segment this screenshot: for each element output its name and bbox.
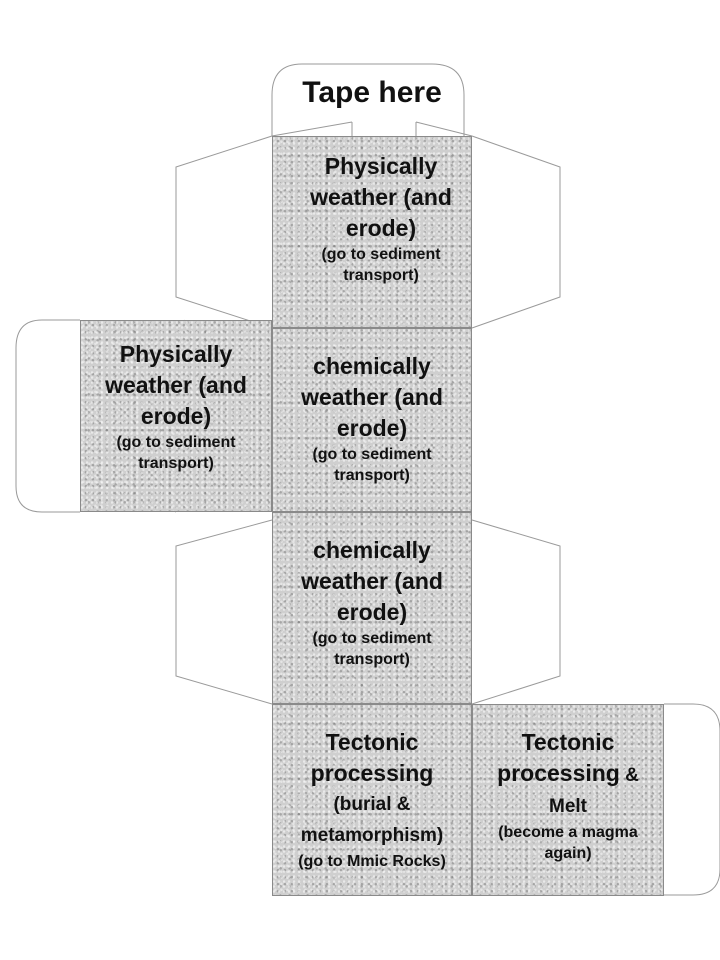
face-note-line: transport) bbox=[334, 467, 410, 484]
lower-right-flap bbox=[471, 519, 561, 705]
face-note-line: transport) bbox=[334, 651, 410, 668]
tape-here-label: Tape here bbox=[302, 76, 442, 109]
face-note-line: (go to sediment bbox=[312, 630, 432, 647]
face-subtitle-line: metamorphism) bbox=[300, 825, 444, 846]
face-note-line: (go to sediment bbox=[321, 246, 441, 263]
face-note-line: (become a magma bbox=[498, 824, 638, 841]
face-note-line: (go to sediment bbox=[116, 434, 236, 451]
face-note-line: again) bbox=[544, 845, 592, 862]
guide-line bbox=[271, 121, 353, 137]
face-title-line: erode) bbox=[336, 415, 408, 441]
guide-line bbox=[415, 121, 473, 137]
face-title-line: erode) bbox=[345, 215, 417, 241]
face-title-line: erode) bbox=[140, 403, 212, 429]
face-subtitle-line: (burial & bbox=[333, 794, 411, 815]
face-right-tectonic-melt: Tectonic processing & Melt (become a mag… bbox=[472, 704, 664, 896]
face-title-line: Physically bbox=[324, 153, 438, 179]
right-tape-tab bbox=[664, 703, 720, 896]
face-title-line: chemically bbox=[313, 353, 431, 379]
face-title-line: Tectonic bbox=[325, 729, 419, 755]
lower-left-flap bbox=[175, 519, 273, 705]
upper-right-flap bbox=[471, 135, 561, 329]
upper-left-flap bbox=[175, 135, 273, 329]
face-bottom-tectonic-metamorphism: Tectonic processing (burial & metamorphi… bbox=[272, 704, 472, 896]
top-tape-tab bbox=[271, 63, 465, 136]
face-subtitle-line: Melt bbox=[549, 796, 587, 817]
left-tape-tab bbox=[15, 319, 80, 513]
face-center-chemical-weathering: chemically weather (and erode) (go to se… bbox=[272, 328, 472, 512]
face-title-line: Tectonic bbox=[521, 729, 615, 755]
face-title-line: weather (and bbox=[310, 184, 452, 210]
face-note-line: transport) bbox=[343, 267, 419, 284]
face-middle-chemical-weathering: chemically weather (and erode) (go to se… bbox=[272, 512, 472, 704]
face-title-line: processing & bbox=[473, 758, 663, 791]
face-note-line: (go to sediment bbox=[312, 446, 432, 463]
face-note-line: (go to Mmic Rocks) bbox=[298, 853, 446, 870]
face-title-suffix: & bbox=[619, 765, 639, 786]
face-title-line: erode) bbox=[336, 599, 408, 625]
face-title-main: processing bbox=[497, 760, 620, 786]
face-title-line: weather (and bbox=[301, 384, 443, 410]
face-title-line: processing bbox=[310, 760, 434, 786]
face-title-line: Physically bbox=[119, 341, 233, 367]
face-top-physical-weathering: Physically weather (and erode) (go to se… bbox=[272, 136, 472, 328]
face-note-line: transport) bbox=[138, 455, 214, 472]
face-title-line: chemically bbox=[313, 537, 431, 563]
face-title-line: weather (and bbox=[301, 568, 443, 594]
face-title-line: weather (and bbox=[105, 372, 247, 398]
face-left-physical-weathering: Physically weather (and erode) (go to se… bbox=[80, 320, 272, 512]
